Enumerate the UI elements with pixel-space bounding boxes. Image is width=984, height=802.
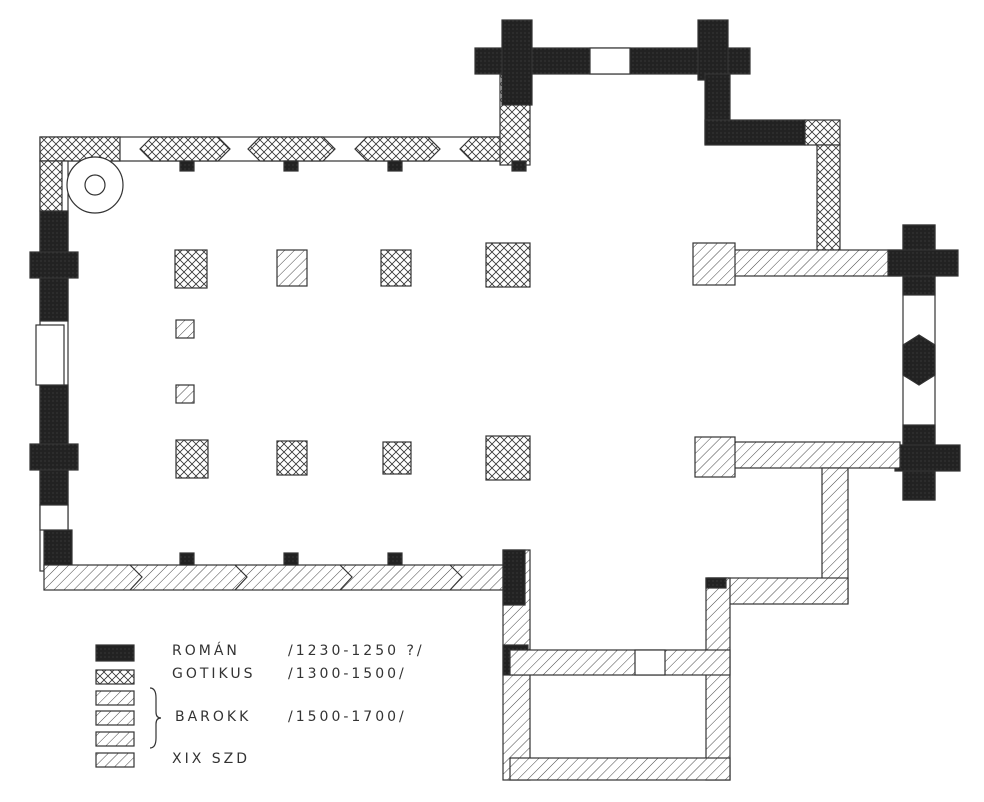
spiral-staircase bbox=[66, 156, 124, 214]
legend-label-gotikus: GOTIKUS bbox=[172, 666, 256, 682]
legend-period-barokk: /1500-1700/ bbox=[288, 709, 407, 725]
south-arm-east-wall bbox=[705, 467, 849, 781]
north-arm-east-wall bbox=[704, 73, 841, 251]
legend-swatch-gotikus bbox=[95, 669, 135, 685]
south-porch bbox=[509, 649, 731, 781]
east-wall bbox=[887, 224, 961, 501]
nave-north-wall bbox=[39, 136, 511, 162]
legend-swatch-barokk-2 bbox=[95, 710, 135, 726]
legend-swatch-barokk-3 bbox=[95, 731, 135, 747]
nave-south-wall bbox=[43, 564, 511, 591]
legend-swatch-roman bbox=[95, 644, 135, 662]
legend-brace bbox=[149, 687, 162, 749]
legend-label-barokk: BAROKK bbox=[175, 709, 252, 725]
piers bbox=[174, 242, 736, 481]
legend-swatch-barokk-1 bbox=[95, 690, 135, 706]
legend-swatch-xix bbox=[95, 752, 135, 768]
wall-pilasters bbox=[179, 160, 527, 566]
legend-swatches bbox=[95, 644, 162, 768]
legend-period-gotikus: /1300-1500/ bbox=[288, 666, 407, 682]
legend-period-roman: /1230-1250 ?/ bbox=[288, 643, 425, 659]
nave-west-wall bbox=[29, 160, 79, 572]
legend-label-xix: XIX SZD bbox=[172, 751, 251, 767]
north-facade bbox=[474, 19, 751, 106]
legend-label-roman: ROMÁN bbox=[172, 643, 240, 659]
